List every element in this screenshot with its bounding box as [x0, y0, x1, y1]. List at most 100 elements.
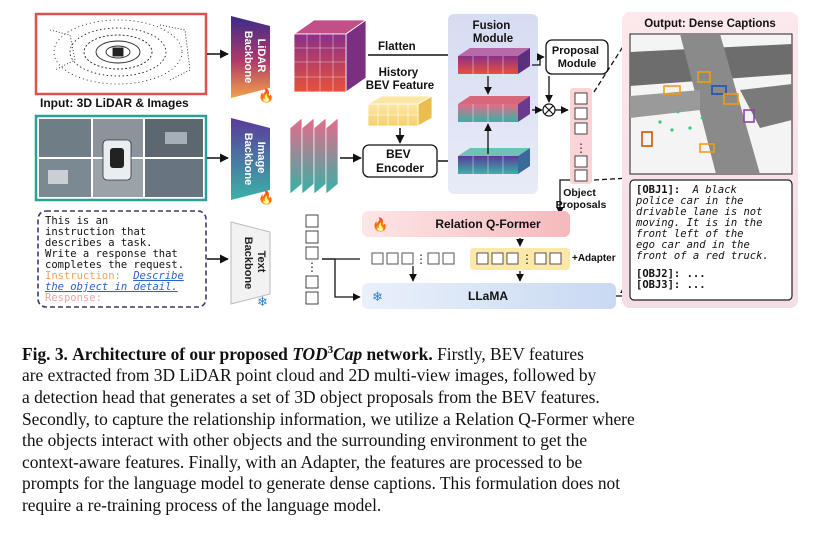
- bev-encoder-label: BEV: [386, 147, 411, 161]
- input-label: Input: 3D LiDAR & Images: [40, 96, 189, 110]
- obj1-label: [OBJ1]:: [636, 184, 680, 196]
- text-token-column: ⋮: [305, 214, 319, 305]
- caption-model-sup: 3: [327, 344, 334, 356]
- relation-qformer: 🔥 Relation Q-Former: [362, 211, 570, 237]
- bev-encoder: BEV Encoder: [362, 144, 438, 178]
- bev-map-image: [629, 33, 793, 175]
- output-label: Output: Dense Captions: [644, 18, 776, 30]
- svg-text:Object Proposals: Object Proposals: [556, 187, 607, 211]
- svg-text:⋮: ⋮: [521, 252, 533, 266]
- caption-textbox: [OBJ1]: A black police car in the drivab…: [629, 179, 793, 301]
- prompt-response: Response:: [45, 292, 102, 304]
- backbone-label: LiDAR: [255, 39, 267, 73]
- lidar-scan-graphic: [49, 19, 191, 85]
- svg-text:Image Backbone: Image Backbone: [242, 133, 267, 186]
- caption-fig-label: Fig. 3.: [22, 343, 68, 364]
- object-proposals-column: ⋮: [570, 88, 592, 184]
- multiply-operator-icon: [542, 103, 556, 117]
- caption-line: a detection head that generates a set of…: [22, 386, 600, 407]
- flame-icon: 🔥: [258, 190, 274, 205]
- lidar-feature-cube: [292, 19, 368, 93]
- prompt-line: completes the request.: [45, 259, 184, 271]
- text-backbone: Text Backbone ❄: [230, 221, 271, 309]
- prompt-instruction-text: Describe: [132, 270, 184, 282]
- prompt-line: describes a task.: [45, 237, 152, 249]
- backbone-label: Image: [255, 142, 267, 174]
- multi-view-images-panel: [34, 114, 208, 202]
- text-token-row: ⋮: [371, 252, 455, 266]
- object-proposals-label: Proposals: [556, 199, 607, 211]
- prompt-instruction-label: Instruction:: [45, 270, 121, 282]
- llama-label: LLaMA: [468, 289, 508, 303]
- proposal-module: Proposal Module: [545, 39, 609, 75]
- backbone-label: Backbone: [242, 133, 254, 186]
- snowflake-icon: ❄: [372, 289, 383, 304]
- caption-text: Firstly, BEV features: [437, 343, 584, 364]
- caption-model-name: TOD: [292, 343, 328, 364]
- obj1-caption-line: front left of the: [636, 228, 743, 240]
- obj1-caption-line: moving. It is in the: [635, 217, 762, 229]
- fusion-module: Fusion Module: [448, 14, 538, 194]
- fusion-module-label: Module: [473, 33, 513, 45]
- history-bev-label: BEV Feature: [366, 80, 434, 92]
- prompt-instruction-text: the object in detail.: [45, 281, 178, 293]
- obj1-caption-line: police car in the: [635, 195, 743, 207]
- backbone-label: Text: [255, 251, 267, 273]
- text-prompt-box: This is an instruction that describes a …: [37, 210, 207, 308]
- llama-model: ❄ LLaMA: [362, 283, 616, 309]
- backbone-label: Backbone: [242, 31, 254, 84]
- caption-line: context-aware features. Finally, with an…: [22, 451, 583, 472]
- caption-model-name-suffix: Cap: [333, 343, 363, 364]
- image-feature-maps: [289, 117, 339, 195]
- caption-line: are extracted from 3D LiDAR point cloud …: [22, 365, 597, 386]
- caption-line: require a re-training process of the lan…: [22, 494, 382, 515]
- svg-text:Text Backbone: Text Backbone: [242, 237, 267, 290]
- obj1-caption-line: drivable lane is not: [636, 206, 762, 218]
- caption-title-end: network.: [366, 343, 433, 364]
- caption-line: Fig. 3. Architecture of our proposed TOD…: [22, 340, 817, 365]
- svg-text:This is an instruction t: This is an instruction that describes a …: [45, 215, 184, 271]
- svg-text:⋮: ⋮: [575, 141, 587, 155]
- lidar-point-cloud-panel: [34, 12, 208, 96]
- image-backbone: Image Backbone 🔥: [231, 118, 274, 205]
- fusion-module-label: Fusion: [473, 20, 511, 32]
- svg-text:BEV Encoder: BEV Encoder: [376, 147, 424, 175]
- object-proposals-label: Object: [563, 187, 596, 199]
- flatten-label: Flatten: [378, 41, 416, 53]
- proposal-module-label: Module: [558, 58, 597, 70]
- svg-text:Fusion Module: Fusion Module: [473, 20, 514, 45]
- obj1-caption-line: ego car and in the: [636, 239, 750, 251]
- backbone-label: Backbone: [242, 237, 254, 290]
- caption-line: the objects interact with other objects …: [22, 430, 588, 451]
- lidar-backbone: LiDAR Backbone 🔥: [231, 16, 274, 103]
- figure-caption: Fig. 3. Architecture of our proposed TOD…: [22, 340, 817, 517]
- caption-title: Architecture of our proposed: [72, 343, 288, 364]
- caption-line: Secondly, to capture the relationship in…: [22, 408, 635, 429]
- svg-text:⋮: ⋮: [306, 260, 318, 274]
- obj1-caption-line: A black: [692, 184, 738, 196]
- obj2-line: [OBJ2]: ...: [636, 268, 706, 280]
- prompt-line: This is an: [45, 215, 108, 227]
- caption-line: prompts for the language model to genera…: [22, 473, 621, 494]
- bev-encoder-label: Encoder: [376, 161, 424, 175]
- svg-text:Instruction: Describe: Instruction: Describe the object in deta…: [45, 270, 190, 304]
- output-dense-captions: Output: Dense Captions: [622, 12, 798, 308]
- snowflake-icon: ❄: [257, 294, 268, 309]
- history-bev-label: History: [379, 67, 419, 79]
- svg-text:LiDAR Backbone: LiDAR Backbone: [242, 31, 267, 84]
- architecture-figure: Input: 3D LiDAR & Images This is an inst…: [34, 12, 798, 309]
- svg-text:[OBJ1]: A black: [OBJ1]: A black police car in the drivab…: [635, 184, 775, 291]
- obj3-line: [OBJ3]: ...: [636, 279, 706, 291]
- svg-text:History BEV Feature: History BEV Feature: [366, 67, 434, 92]
- svg-text:Proposal Module: Proposal Module: [552, 45, 602, 70]
- obj1-caption-line: front of a red truck.: [636, 250, 769, 262]
- adapter-token-row: ⋮: [470, 248, 570, 270]
- svg-text:⋮: ⋮: [415, 252, 427, 266]
- adapter-label: +Adapter: [572, 253, 616, 264]
- prompt-line: instruction that: [45, 226, 146, 238]
- proposal-module-label: Proposal: [552, 45, 599, 57]
- flame-icon: 🔥: [258, 88, 274, 103]
- history-bev-feature: [366, 95, 434, 127]
- relation-qformer-label: Relation Q-Former: [435, 217, 541, 231]
- prompt-line: Write a response that: [45, 248, 178, 260]
